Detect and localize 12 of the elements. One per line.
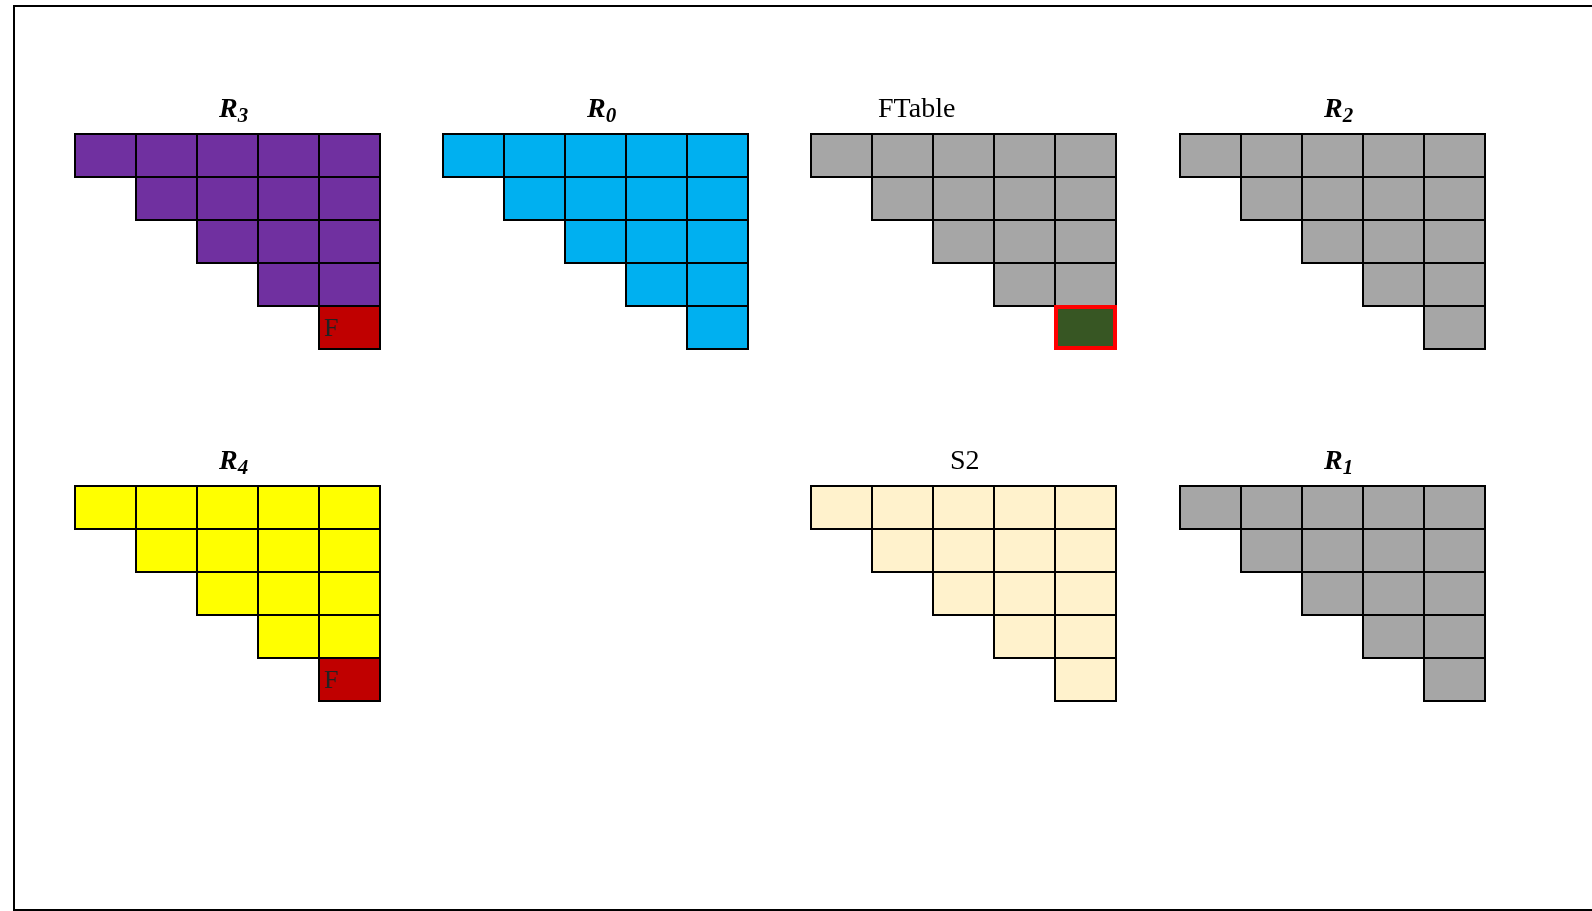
grid-title: S2 xyxy=(950,443,980,477)
highlighted-cell xyxy=(1054,305,1117,350)
grid-title: R$_{3}$ xyxy=(219,91,249,125)
grid-title: R$_{1}$ xyxy=(1324,443,1354,477)
grid-title: R$_{2}$ xyxy=(1324,91,1354,125)
grid-title: R$_{4}$ xyxy=(219,443,249,477)
highlighted-cell xyxy=(318,657,381,702)
grid-title: R$_{0}$ xyxy=(587,91,617,125)
cell-label: F xyxy=(324,666,339,693)
grid-title: FTable xyxy=(878,91,956,125)
highlighted-cell xyxy=(318,305,381,350)
cell-label: F xyxy=(324,314,339,341)
